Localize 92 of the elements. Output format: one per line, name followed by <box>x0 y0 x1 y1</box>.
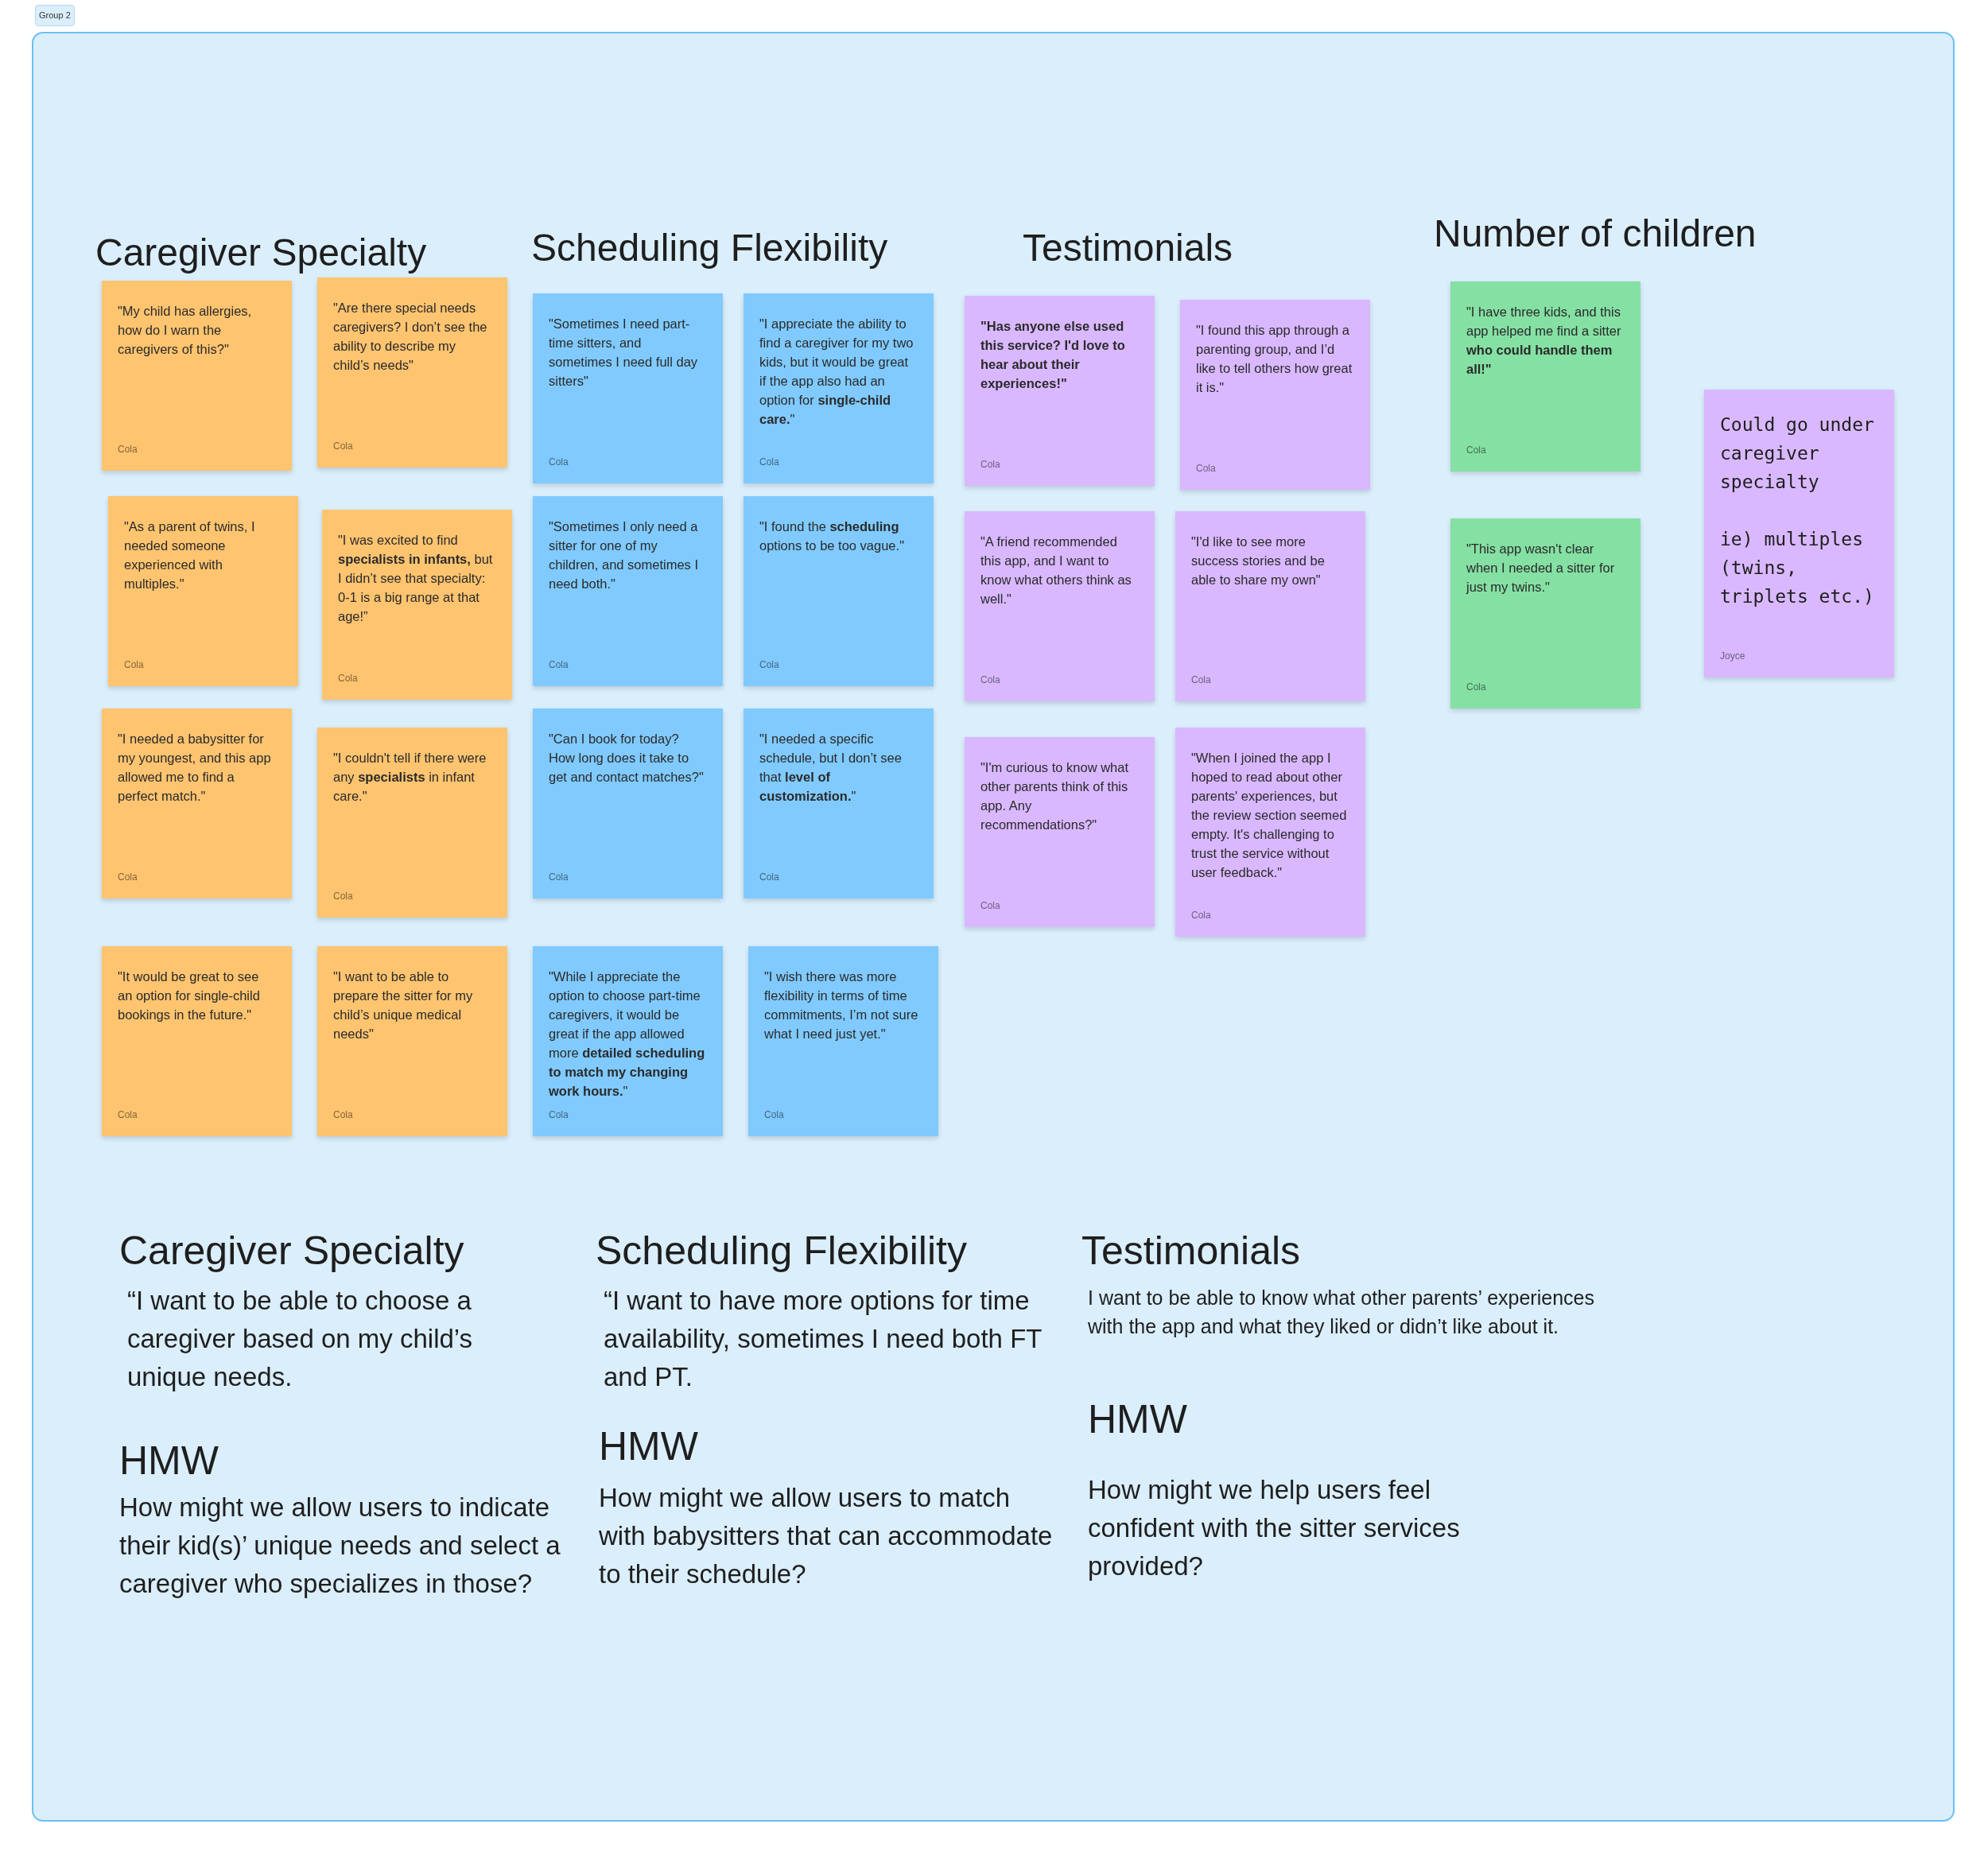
author-name: Cola <box>759 456 779 469</box>
note-text: Could go under caregiver specialty <box>1720 413 1875 494</box>
hmw-heading: HMW <box>1088 1396 1188 1443</box>
hmw-question: How might we allow users to indicate their kid(s)’ unique needs and select a caregiver who specializes in those? <box>119 1492 561 1600</box>
note-text: "I'm curious to know what other parents think of this app. Any recommendations?" <box>980 759 1129 833</box>
note-text: "I was excited to find specialists in infants, but I didn’t see that specialty: 0-1 is a big range at that age!” <box>338 532 494 625</box>
note-text: "Has anyone else used this service? I'd love to hear about their experiences!" <box>980 318 1126 392</box>
sticky-note <box>317 277 507 468</box>
note-text: "When I joined the app I hoped to read about other parents' experiences, but the review section seemed empty. It's challenging to trust the service without user feedback." <box>1191 750 1348 881</box>
sticky-note <box>744 708 934 898</box>
hmw-question: How might we help users feel confident with the sitter services provided? <box>1088 1474 1461 1582</box>
author-name: Cola <box>980 673 1000 687</box>
author-name: Cola <box>759 871 779 884</box>
author-name: Cola <box>118 443 138 456</box>
sticky-note <box>102 281 292 471</box>
author-name: Joyce <box>1720 650 1745 663</box>
sticky-note <box>108 496 298 686</box>
note-text: "Can I book for today? How long does it take to get and contact matches?" <box>549 731 705 786</box>
sticky-note <box>533 946 723 1136</box>
sticky-note <box>1450 518 1640 708</box>
sticky-note <box>1450 281 1640 472</box>
sticky-note <box>1180 300 1370 490</box>
sticky-note <box>744 293 934 483</box>
column-heading: Testimonials <box>1023 226 1234 270</box>
author-name: Cola <box>118 871 138 884</box>
author-name: Cola <box>1191 673 1211 687</box>
sticky-note <box>102 946 292 1136</box>
sticky-note <box>322 510 512 700</box>
note-text: "I needed a specific schedule, but I don’t see that level of customization." <box>759 731 903 805</box>
note-text: "I have three kids, and this app helped me find a sitter who could handle them all!" <box>1466 304 1622 378</box>
author-name: Cola <box>333 890 353 903</box>
hmw-heading: HMW <box>599 1423 699 1470</box>
section-heading: Testimonials <box>1081 1228 1302 1275</box>
insight-quote: “I want to have more options for time availability, sometimes I need both FT and PT. <box>604 1285 1043 1393</box>
author-name: Cola <box>549 456 569 469</box>
sticky-note <box>965 737 1155 927</box>
sticky-note <box>748 946 938 1136</box>
note-text: "Are there special needs caregivers? I don’t see the ability to describe my child’s needs" <box>333 300 488 374</box>
author-name: Cola <box>338 672 358 685</box>
sticky-note <box>1175 511 1365 701</box>
note-text: "A friend recommended this app, and I want to know what others think as well." <box>980 534 1132 607</box>
author-name: Cola <box>333 440 353 453</box>
author-name: Cola <box>1466 681 1486 694</box>
author-name: Cola <box>549 1108 569 1122</box>
note-text: "Sometimes I need part-time sitters, and sometimes I need full day sitters" <box>549 316 699 390</box>
sticky-note <box>1175 728 1365 937</box>
sticky-note <box>1704 390 1894 677</box>
note-text: "I couldn't tell if there were any specialists in infant care." <box>333 750 487 805</box>
author-name: Cola <box>124 658 144 672</box>
author-name: Cola <box>980 899 1000 913</box>
sticky-note <box>317 946 507 1136</box>
sticky-note <box>317 728 507 918</box>
note-text: "While I appreciate the option to choose part-time caregivers, it would be great if the app allowed more detailed scheduling to match my changing work hours." <box>549 968 706 1100</box>
insight-quote: I want to be able to know what other parents’ experiences with the app and what they liked or didn’t like about it. <box>1088 1286 1595 1339</box>
sticky-note <box>533 708 723 898</box>
author-name: Cola <box>764 1108 784 1122</box>
author-name: Cola <box>333 1108 353 1122</box>
sticky-note <box>533 293 723 483</box>
author-name: Cola <box>549 871 569 884</box>
author-name: Cola <box>1191 909 1211 922</box>
sticky-note <box>965 511 1155 701</box>
author-name: Cola <box>980 458 1000 472</box>
sticky-note <box>965 296 1155 486</box>
note-text: "I found the scheduling options to be too vague." <box>759 518 905 554</box>
note-text: "I wish there was more flexibility in terms of time commitments, I’m not sure what I need just yet." <box>764 968 919 1042</box>
column-heading: Number of children <box>1434 212 1757 256</box>
author-name: Cola <box>1466 444 1486 457</box>
sticky-note <box>744 496 934 686</box>
sticky-note <box>102 708 292 898</box>
note-text: "This app wasn't clear when I needed a sitter for just my twins." <box>1466 541 1616 596</box>
section-heading: Caregiver Specialty <box>119 1228 465 1275</box>
author-name: Cola <box>1196 462 1216 475</box>
section-heading: Scheduling Flexibility <box>596 1228 968 1275</box>
note-text: ie) multiples (twins, triplets etc.) <box>1720 528 1875 608</box>
note-text: "My child has allergies, how do I warn the caregivers of this?" <box>118 303 253 358</box>
note-text: "I'd like to see more success stories and be able to share my own" <box>1191 534 1326 588</box>
note-text: "As a parent of twins, I needed someone experienced with multiples." <box>124 518 256 592</box>
hmw-question: How might we allow users to match with babysitters that can accommodate to their schedule? <box>599 1482 1054 1590</box>
note-text: "I found this app through a parenting group, and I’d like to tell others how great it is." <box>1196 322 1353 396</box>
author-name: Cola <box>118 1108 138 1122</box>
hmw-heading: HMW <box>119 1438 219 1484</box>
column-heading: Scheduling Flexibility <box>531 226 889 270</box>
note-text: "Sometimes I only need a sitter for one of my children, and sometimes I need both." <box>549 518 699 592</box>
group-tag: Group 2 <box>35 5 75 26</box>
note-text: "I appreciate the ability to find a caregiver for my two kids, but it would be great if the app also had an option for single-child care." <box>759 316 914 428</box>
author-name: Cola <box>759 658 779 672</box>
author-name: Cola <box>549 658 569 672</box>
note-text: "I needed a babysitter for my youngest, and this app allowed me to find a perfect match." <box>118 731 272 805</box>
note-text: "I want to be able to prepare the sitter for my child’s unique medical needs" <box>333 968 474 1042</box>
sticky-note <box>533 496 723 686</box>
insight-quote: “I want to be able to choose a caregiver based on my child’s unique needs. <box>127 1285 474 1393</box>
note-text: "It would be great to see an option for single-child bookings in the future." <box>118 968 261 1023</box>
